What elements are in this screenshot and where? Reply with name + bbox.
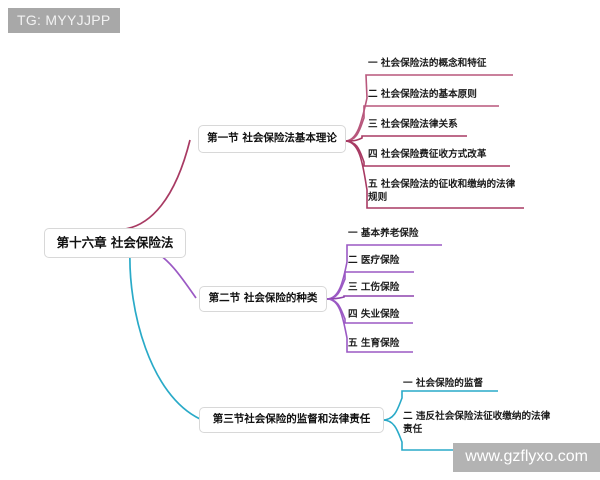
leaf-branch-3-item-2[interactable]: 二 违反社会保险法征收缴纳的法律责任: [403, 411, 551, 435]
branch-node-3-label: 第三节社会保险的监督和法律责任: [212, 413, 371, 426]
leaf-branch-1-item-1[interactable]: 一 社会保险法的概念和特征: [368, 58, 487, 69]
connector-branch-1-leaf-3: [344, 135, 467, 142]
connector-root-branch-1: [124, 139, 191, 230]
leaf-branch-3-item-1[interactable]: 一 社会保险的监督: [403, 378, 484, 389]
branch-node-1[interactable]: 第一节 社会保险法基本理论: [198, 125, 346, 153]
leaf-branch-1-item-3[interactable]: 三 社会保险法律关系: [368, 119, 458, 130]
connector-branch-2-leaf-3: [326, 295, 414, 300]
leaf-branch-1-item-5[interactable]: 五 社会保险法的征收和缴纳的法律规则: [368, 179, 516, 203]
branch-node-2-label: 第二节 社会保险的种类: [208, 292, 318, 305]
leaf-branch-2-item-1[interactable]: 一 基本养老保险: [348, 228, 419, 239]
site-watermark: www.gzflyxo.com: [453, 443, 600, 472]
leaf-branch-2-item-2[interactable]: 二 医疗保险: [348, 255, 400, 266]
branch-node-3[interactable]: 第三节社会保险的监督和法律责任: [199, 407, 384, 433]
leaf-branch-1-item-2[interactable]: 二 社会保险法的基本原则: [368, 89, 477, 100]
root-node-label: 第十六章 社会保险法: [56, 235, 174, 251]
connector-root-branch-3: [129, 249, 201, 420]
leaf-branch-1-item-4[interactable]: 四 社会保险费征收方式改革: [368, 149, 487, 160]
leaf-branch-2-item-3[interactable]: 三 工伤保险: [348, 282, 400, 293]
branch-node-1-label: 第一节 社会保险法基本理论: [207, 132, 337, 145]
tg-watermark-badge: TG: MYYJJPP: [8, 8, 120, 33]
branch-node-2[interactable]: 第二节 社会保险的种类: [199, 286, 327, 312]
root-node[interactable]: 第十六章 社会保险法: [44, 228, 186, 258]
leaf-branch-2-item-4[interactable]: 四 失业保险: [348, 309, 400, 320]
leaf-branch-2-item-5[interactable]: 五 生育保险: [348, 338, 400, 349]
